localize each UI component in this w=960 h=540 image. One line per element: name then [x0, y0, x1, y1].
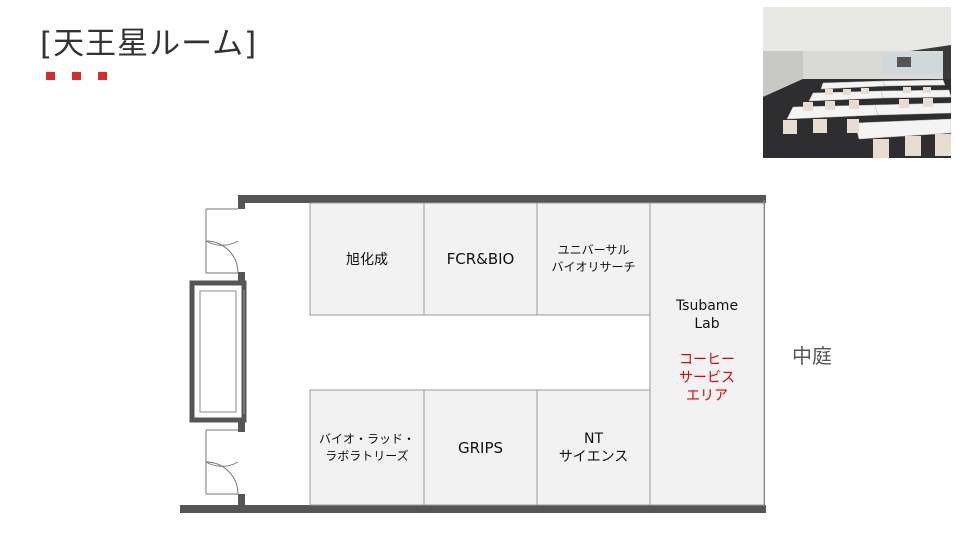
room-nt: [536, 389, 651, 506]
room-label-universal: ユニバーサル バイオリサーチ: [551, 243, 636, 274]
coffee-service-area-label: コーヒー サービス エリア: [679, 352, 735, 404]
left-wall-segment: [238, 494, 245, 508]
room-label-grips: GRIPS: [457, 438, 504, 457]
courtyard-label: 中庭: [792, 344, 832, 368]
room-asahi: [309, 202, 425, 316]
accent-dot: [98, 72, 107, 80]
top-wall: [238, 195, 766, 203]
room-fcr: [423, 202, 538, 316]
accent-dot: [72, 72, 81, 80]
page-title: [天王星ルーム]: [40, 26, 258, 62]
bottom-wall: [180, 505, 766, 513]
door-top: [205, 208, 239, 274]
meeting-room-photo: [763, 7, 951, 158]
room-biolad: [309, 389, 425, 506]
room-label-fcr: FCR&BIO: [446, 250, 515, 268]
room-universal: [536, 202, 651, 316]
room-tsubame: [649, 202, 765, 506]
room-label-asahi: 旭化成: [346, 252, 388, 268]
door-bottom: [205, 429, 239, 495]
room-label-tsubame: Tsubame Lab: [675, 298, 739, 332]
left-wall-segment: [238, 195, 245, 209]
room-label-biolad: バイオ・ラッド・ ラボラトリーズ: [318, 431, 415, 463]
accent-dot: [46, 72, 55, 80]
room-label-nt: NT サイエンス: [558, 430, 629, 465]
room-grips: [423, 389, 538, 506]
left-wall-segment: [238, 414, 245, 432]
title-accent-dots: [46, 72, 116, 82]
